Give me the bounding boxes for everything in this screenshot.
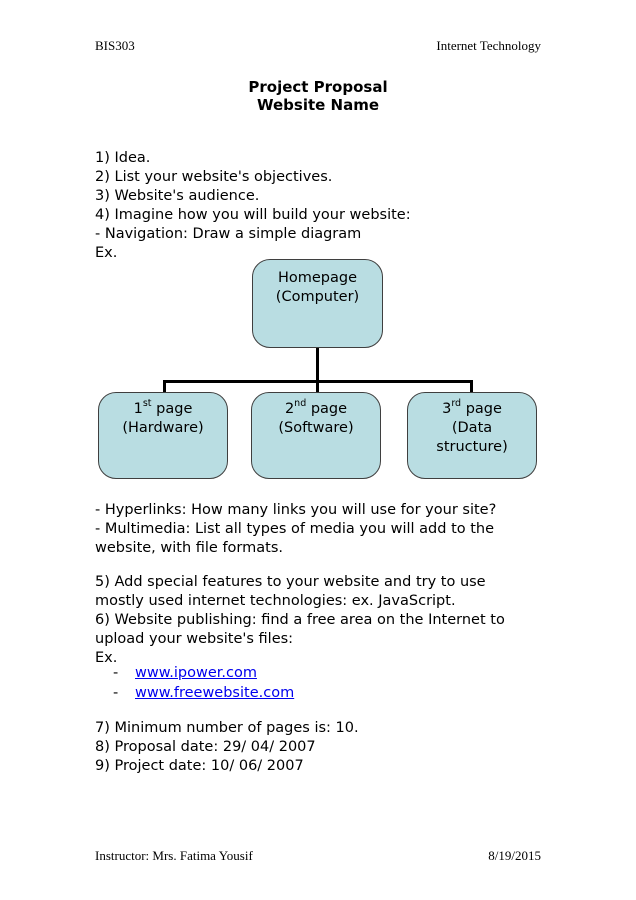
list-item-4: 4) Imagine how you will build your websi… <box>95 207 411 223</box>
footer-date: 8/19/2015 <box>488 848 541 863</box>
box-title: 1st page <box>133 398 193 417</box>
example-label: Ex. <box>95 650 118 666</box>
list-item-6-line-2: upload your website's files: <box>95 631 294 647</box>
ordinal-suffix: nd <box>294 398 307 410</box>
list-item-8: 8) Proposal date: 29/ 04/ 2007 <box>95 739 316 755</box>
list-item-3: 3) Website's audience. <box>95 188 260 204</box>
navigation-note: - Navigation: Draw a simple diagram <box>95 226 362 242</box>
link-freewebsite[interactable]: www.freewebsite.com <box>135 685 295 701</box>
list-item-6-line-1: 6) Website publishing: find a free area … <box>95 612 505 628</box>
box-title: 3rd page <box>442 398 502 417</box>
diagram-box-homepage: Homepage (Computer) <box>252 259 383 348</box>
hyphen-bullet: - <box>113 685 119 701</box>
example-label: Ex. <box>95 245 118 261</box>
diagram-box-page1: 1st page (Hardware) <box>98 392 228 479</box>
box-subtitle: (Data structure) <box>436 420 508 455</box>
link-ipower[interactable]: www.ipower.com <box>135 665 257 681</box>
list-item: -www.ipower.com <box>95 663 555 683</box>
list-item-7: 7) Minimum number of pages is: 10. <box>95 720 359 736</box>
intro-list: 1) Idea. 2) List your website's objectiv… <box>95 149 555 263</box>
ordinal-suffix: st <box>142 398 152 410</box>
multimedia-note-1: - Multimedia: List all types of media yo… <box>95 521 495 537</box>
page-header: BIS303 Internet Technology <box>95 38 541 53</box>
ordinal-suffix: rd <box>451 398 462 410</box>
connector-drop-right <box>470 380 473 393</box>
header-course-code: BIS303 <box>95 38 135 53</box>
list-item: -www.freewebsite.com <box>95 683 555 703</box>
page-footer: Instructor: Mrs. Fatima Yousif 8/19/2015 <box>95 848 541 863</box>
list-item-2: 2) List your website's objectives. <box>95 169 333 185</box>
box-subtitle: (Computer) <box>275 289 360 305</box>
multimedia-note-2: website, with file formats. <box>95 540 283 556</box>
connector-vertical-main <box>316 348 319 382</box>
list-item-1: 1) Idea. <box>95 150 151 166</box>
diagram-box-page3: 3rd page (Data structure) <box>407 392 537 479</box>
document-title: Project Proposal Website Name <box>0 78 636 114</box>
box-title: 2nd page <box>284 398 348 417</box>
title-line-1: Project Proposal <box>248 78 388 96</box>
box-subtitle: (Hardware) <box>122 420 204 436</box>
hosting-links-list: -www.ipower.com -www.freewebsite.com <box>95 663 555 703</box>
hyphen-bullet: - <box>113 665 119 681</box>
connector-drop-left <box>163 380 166 393</box>
hyperlinks-multimedia-notes: - Hyperlinks: How many links you will us… <box>95 501 555 558</box>
connector-drop-middle <box>316 380 319 393</box>
box-title: Homepage <box>277 270 358 286</box>
title-line-2: Website Name <box>256 96 380 114</box>
list-item-5-line-2: mostly used internet technologies: ex. J… <box>95 593 456 609</box>
diagram-box-page2: 2nd page (Software) <box>251 392 381 479</box>
features-publishing-list: 5) Add special features to your website … <box>95 573 555 668</box>
footer-instructor: Instructor: Mrs. Fatima Yousif <box>95 848 253 863</box>
dates-list: 7) Minimum number of pages is: 10. 8) Pr… <box>95 719 555 776</box>
list-item-5-line-1: 5) Add special features to your website … <box>95 574 486 590</box>
box-subtitle: (Software) <box>278 420 354 436</box>
list-item-9: 9) Project date: 10/ 06/ 2007 <box>95 758 304 774</box>
hyperlinks-note: - Hyperlinks: How many links you will us… <box>95 502 497 518</box>
header-subject: Internet Technology <box>436 38 541 53</box>
